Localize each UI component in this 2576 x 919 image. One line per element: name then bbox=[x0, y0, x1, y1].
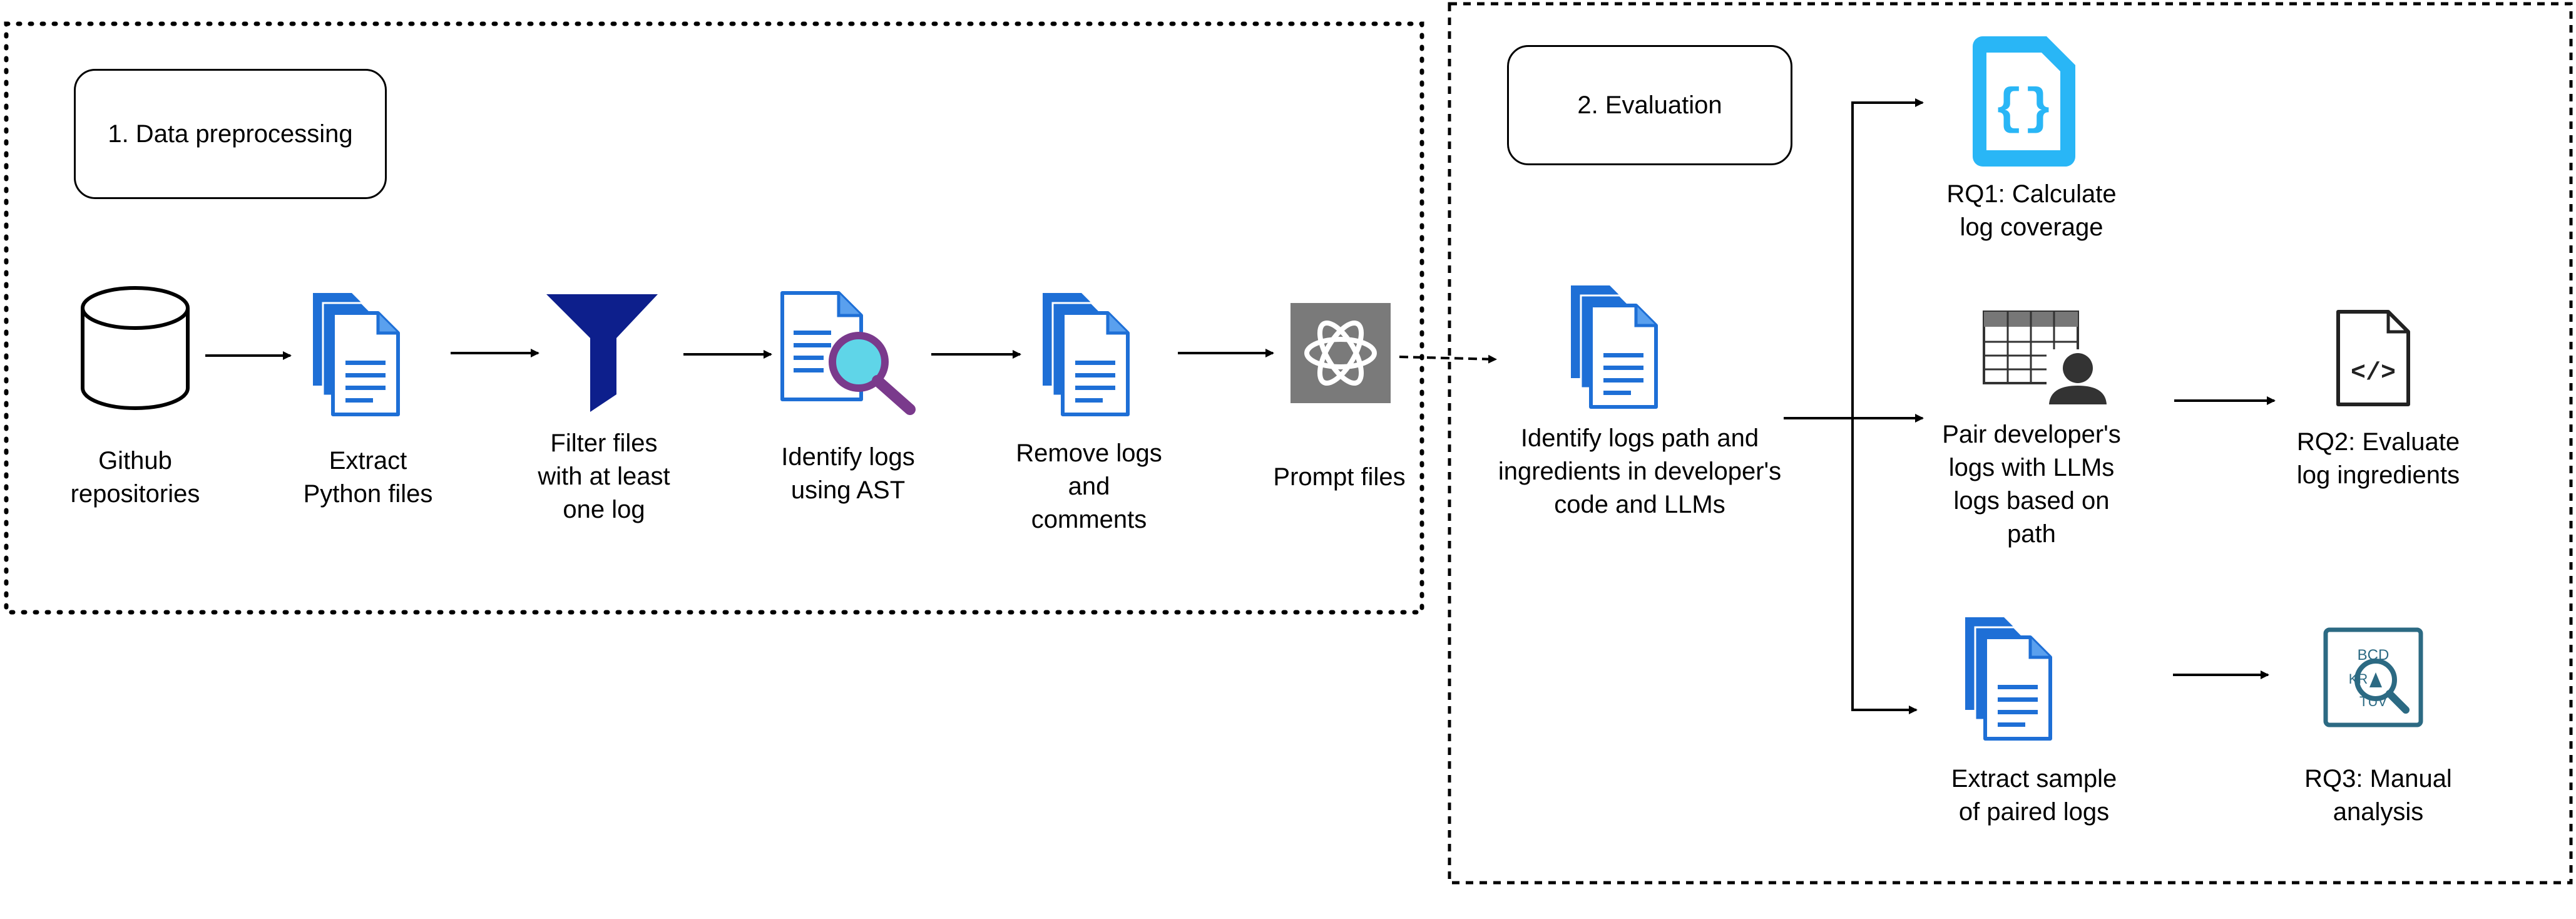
step-label-rq1: RQ1: Calculate log coverage bbox=[1946, 180, 2117, 241]
table-user-icon bbox=[1983, 311, 2109, 412]
phase-box-evaluation: 2. Evaluation bbox=[1507, 45, 1792, 165]
database-icon bbox=[81, 286, 190, 410]
step-label-remove: Remove logs and comments bbox=[1016, 439, 1162, 533]
phase-label-preprocessing: 1. Data preprocessing bbox=[108, 120, 353, 148]
step-label-rq2: RQ2: Evaluate log ingredients bbox=[2296, 428, 2460, 489]
code-file-icon: </> bbox=[2336, 310, 2410, 406]
funnel-icon bbox=[546, 294, 658, 412]
json-file-icon: {} bbox=[1973, 36, 2075, 167]
documents-icon bbox=[1965, 617, 2050, 739]
phase-label-evaluation: 2. Evaluation bbox=[1577, 91, 1722, 119]
documents-icon bbox=[313, 293, 398, 414]
preprocessing-boundary bbox=[4, 21, 1424, 615]
documents-icon bbox=[1043, 293, 1128, 414]
step-label-prompt: Prompt files bbox=[1273, 463, 1406, 491]
document-search-icon bbox=[780, 291, 916, 415]
step-label-sample: Extract sample of paired logs bbox=[1951, 765, 2117, 826]
analysis-search-icon: BCD KR TUV bbox=[2323, 627, 2423, 727]
evaluation-boundary bbox=[1448, 2, 2573, 885]
arrow-prompt-to-evaluation bbox=[1399, 354, 1497, 364]
openai-logo-icon bbox=[1291, 303, 1391, 403]
svg-text:</>: </> bbox=[2351, 359, 2396, 388]
step-label-pair: Pair developer's logs with LLMs logs bas… bbox=[1942, 421, 2121, 548]
step-label-identify-path: Identify logs path and ingredients in de… bbox=[1498, 424, 1782, 518]
step-label-extract: Extract Python files bbox=[303, 447, 433, 508]
documents-icon bbox=[1571, 285, 1656, 407]
svg-text:{}: {} bbox=[1993, 81, 2053, 138]
phase-box-preprocessing: 1. Data preprocessing bbox=[74, 69, 387, 199]
step-label-filter: Filter files with at least one log bbox=[538, 429, 670, 523]
step-label-rq3: RQ3: Manual analysis bbox=[2304, 765, 2452, 826]
step-label-github: Github repositories bbox=[70, 447, 200, 508]
step-label-identify-ast: Identify logs using AST bbox=[781, 443, 915, 504]
